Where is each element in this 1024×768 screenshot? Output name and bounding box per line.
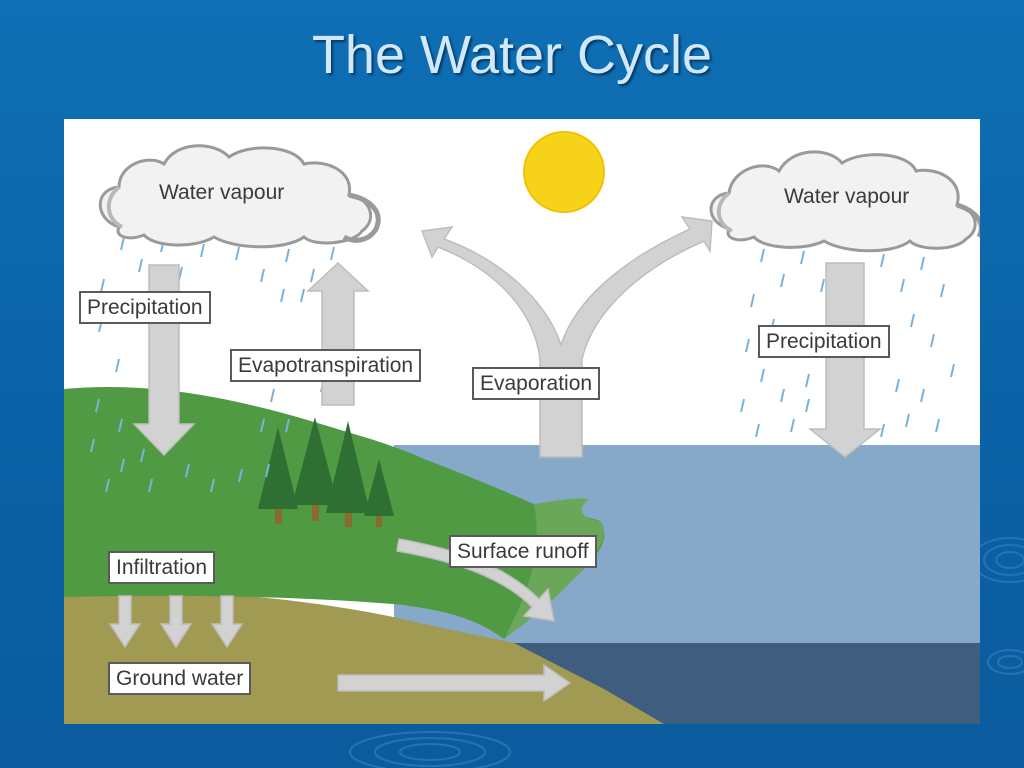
slide-title: The Water Cycle <box>311 25 713 85</box>
arrow-icon <box>420 216 713 458</box>
tree-icon <box>292 417 338 505</box>
tree-trunk <box>376 511 382 527</box>
sun-icon <box>523 131 605 213</box>
arrow-icon <box>210 595 244 649</box>
label-surface-runoff: Surface runoff <box>449 535 597 568</box>
label-precipitation-left: Precipitation <box>79 291 211 324</box>
cloud-icon <box>98 144 381 249</box>
tree-trunk <box>312 499 319 521</box>
tree-trunk <box>275 504 282 524</box>
arrow-icon <box>108 595 142 649</box>
tree-icon <box>364 459 394 516</box>
arrow-icon <box>337 663 572 703</box>
trees <box>258 417 394 527</box>
label-evapotranspiration: Evapotranspiration <box>230 349 422 382</box>
arrow-icon <box>159 595 193 649</box>
label-precipitation-right: Precipitation <box>758 325 890 358</box>
tree-icon <box>258 427 298 509</box>
tree-icon <box>326 421 370 513</box>
label-evaporation: Evaporation <box>472 367 601 400</box>
cloud-label-right: Water vapour <box>784 185 910 208</box>
water-cycle-diagram: Water vapour Water vapour Precipitation … <box>64 119 980 724</box>
diagram-canvas <box>64 119 980 724</box>
label-infiltration: Infiltration <box>108 551 216 584</box>
label-ground-water: Ground water <box>108 662 252 695</box>
cloud-icon <box>709 150 980 253</box>
tree-trunk <box>345 507 352 527</box>
cloud-label-left: Water vapour <box>159 181 285 204</box>
infiltration-arrows <box>108 595 244 649</box>
arrow-icon <box>807 262 883 458</box>
